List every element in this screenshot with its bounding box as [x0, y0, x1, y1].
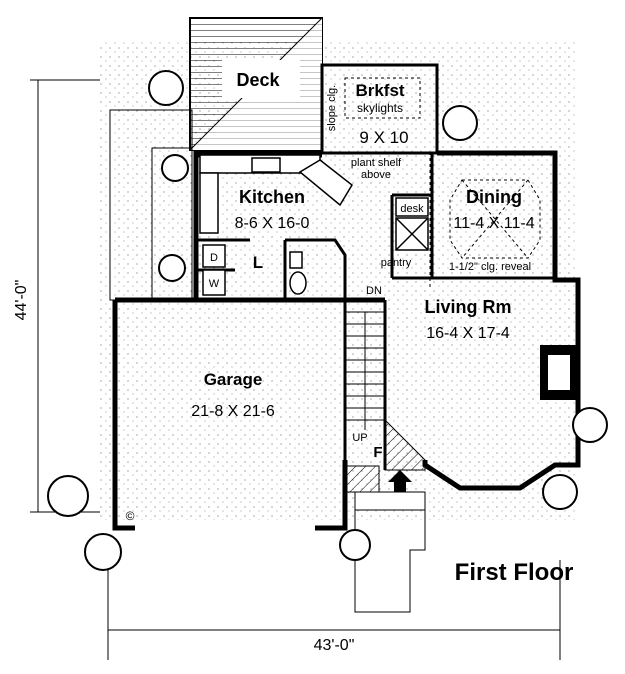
slope-ceiling-note: slope clg.	[326, 85, 338, 131]
landscaping	[47, 70, 608, 571]
width-dimension: 43'-0"	[314, 637, 355, 654]
living-label: Living Rm	[424, 297, 511, 317]
floor-title: First Floor	[455, 559, 574, 586]
dining-size: 11-4 X 11-4	[453, 215, 534, 232]
depth-dimension: 44'-0"	[13, 280, 30, 321]
breakfast-note: skylights	[357, 101, 403, 115]
plant-shelf-line2: above	[361, 169, 391, 181]
copyright-mark: ©	[126, 509, 135, 523]
garage-size: 21-8 X 21-6	[191, 403, 275, 420]
foyer-label: F	[373, 444, 382, 461]
fireplace	[540, 345, 580, 400]
fixtures	[202, 244, 307, 296]
foyer	[354, 418, 426, 613]
laundry-label: L	[253, 253, 263, 272]
plant-shelf-line1: plant shelf	[351, 157, 402, 169]
garage-label: Garage	[204, 370, 263, 389]
dining-table	[449, 179, 541, 259]
dining-ceiling-note: 1-1/2" clg. reveal	[449, 261, 531, 273]
washer-label: W	[209, 278, 220, 290]
desk-label: desk	[400, 203, 424, 215]
dining-label: Dining	[466, 187, 522, 207]
deck-label: Deck	[236, 70, 280, 90]
kitchen-size: 8-6 X 16-0	[235, 215, 310, 232]
kitchen-counters	[199, 154, 429, 251]
pantry-label: pantry	[381, 257, 412, 269]
breakfast-label: Brkfst	[355, 81, 404, 100]
breakfast-size: 9 X 10	[359, 128, 408, 147]
breakfast-area	[320, 63, 439, 290]
stairs-up-label: UP	[352, 432, 367, 444]
kitchen-label: Kitchen	[239, 187, 305, 207]
room-labels: Deck Brkfst skylights 9 X 10 slope clg. …	[13, 70, 573, 654]
living-size: 16-4 X 17-4	[426, 325, 510, 342]
dryer-label: D	[210, 252, 218, 264]
stairs	[344, 311, 385, 493]
stairs-down-label: DN	[366, 285, 382, 297]
